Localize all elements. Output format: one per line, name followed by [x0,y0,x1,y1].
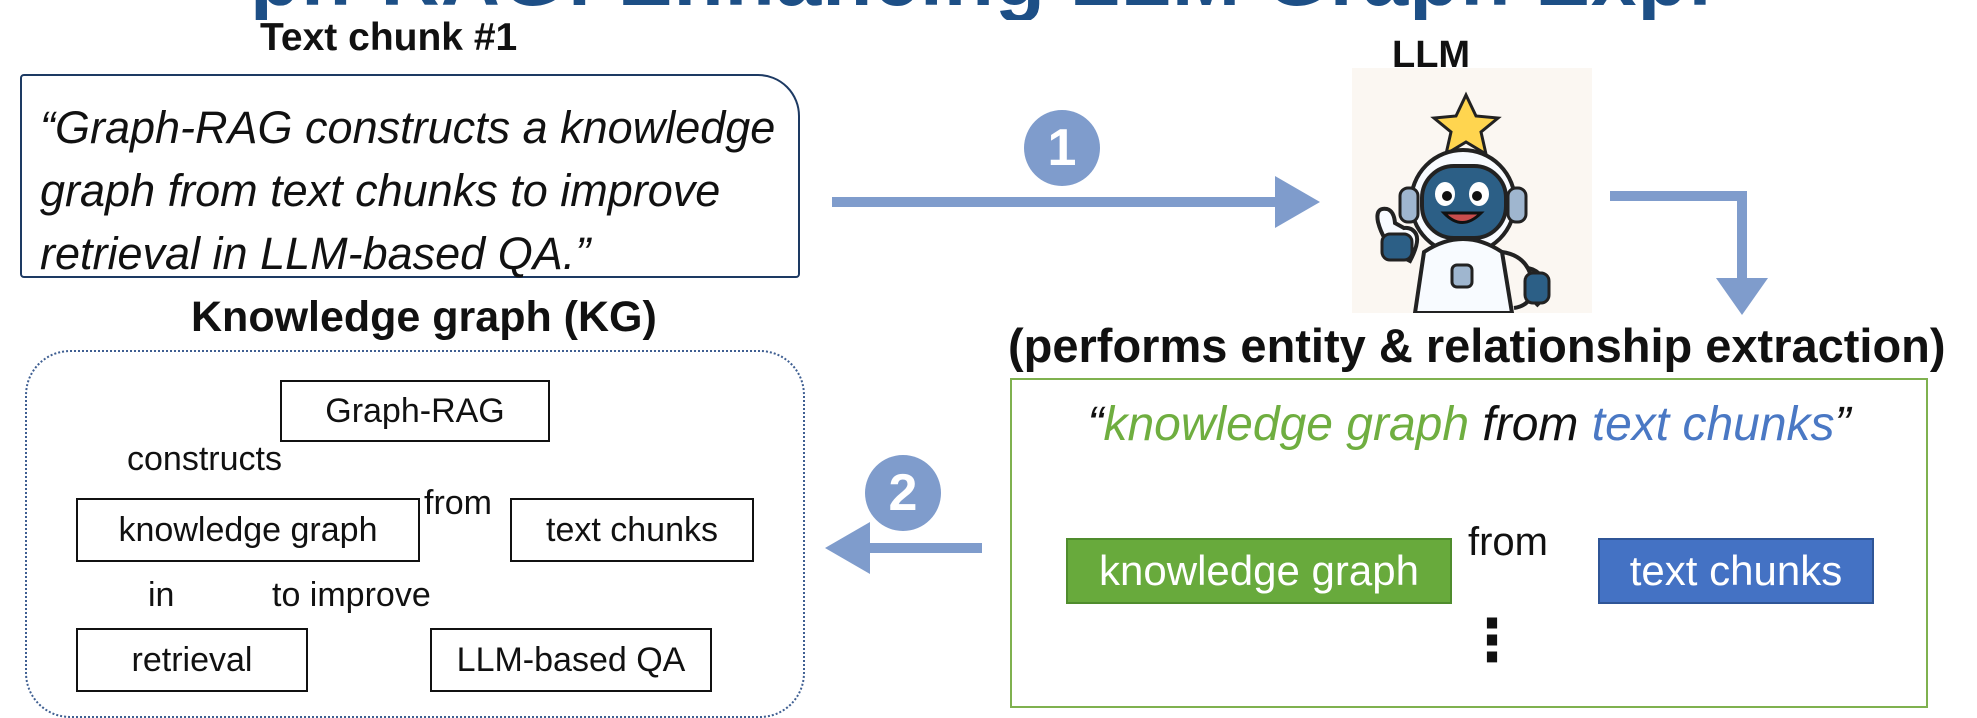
kg-node-llm-based-qa: LLM-based QA [430,628,712,692]
kg-edge-label-to-improve: to improve [272,576,431,614]
star-icon [1430,91,1502,158]
kg-node-knowledge-graph: knowledge graph [76,498,420,562]
text-chunk-line-2: graph from text chunks to improve [40,165,721,216]
knowledge-graph-title: Knowledge graph (KG) [191,293,657,341]
slide-title-fragment: ph-RAG: Enhancing LLM Graph Expl [250,0,1770,20]
step-one-arrow [832,176,1320,228]
kg-node-text-chunks: text chunks [510,498,754,562]
text-chunk-box [20,74,800,278]
quote-close-mark: ” [1834,398,1851,451]
step-one-badge: 1 [1024,110,1100,186]
llm-output-arrow [1610,191,1768,315]
kg-node-retrieval: retrieval [76,628,308,692]
extracted-source-node: knowledge graph [1066,538,1452,604]
extraction-quote: “knowledge graph from text chunks” [1010,397,1928,452]
text-chunk-title: Text chunk #1 [260,16,518,59]
robot-icon [1375,91,1551,313]
step-two-arrow [825,522,982,574]
step-two-badge: 2 [865,455,941,531]
extracted-relation-label: from [1468,520,1548,564]
extraction-more-ellipsis: ⋮ [1463,608,1521,673]
kg-edge-label-constructs: constructs [127,440,282,478]
llm-caption: (performs entity & relationship extracti… [1008,319,1946,372]
text-chunk-line-3: retrieval in LLM-based QA.” [40,228,591,279]
text-chunk-content: “Graph-RAG constructs a knowledge graph … [40,96,780,285]
quote-entity-text-chunks: text chunks [1591,398,1835,451]
text-chunk-line-1: “Graph-RAG constructs a knowledge [40,102,776,153]
llm-robot-illustration [1352,68,1592,313]
kg-edge-label-from: from [424,484,492,522]
quote-entity-knowledge-graph: knowledge graph [1103,398,1470,451]
quote-relation-from: from [1482,398,1579,451]
kg-node-graph-rag: Graph-RAG [280,380,550,442]
quote-open-mark: “ [1087,398,1104,451]
kg-edge-label-in: in [148,576,175,614]
extracted-target-node: text chunks [1598,538,1874,604]
